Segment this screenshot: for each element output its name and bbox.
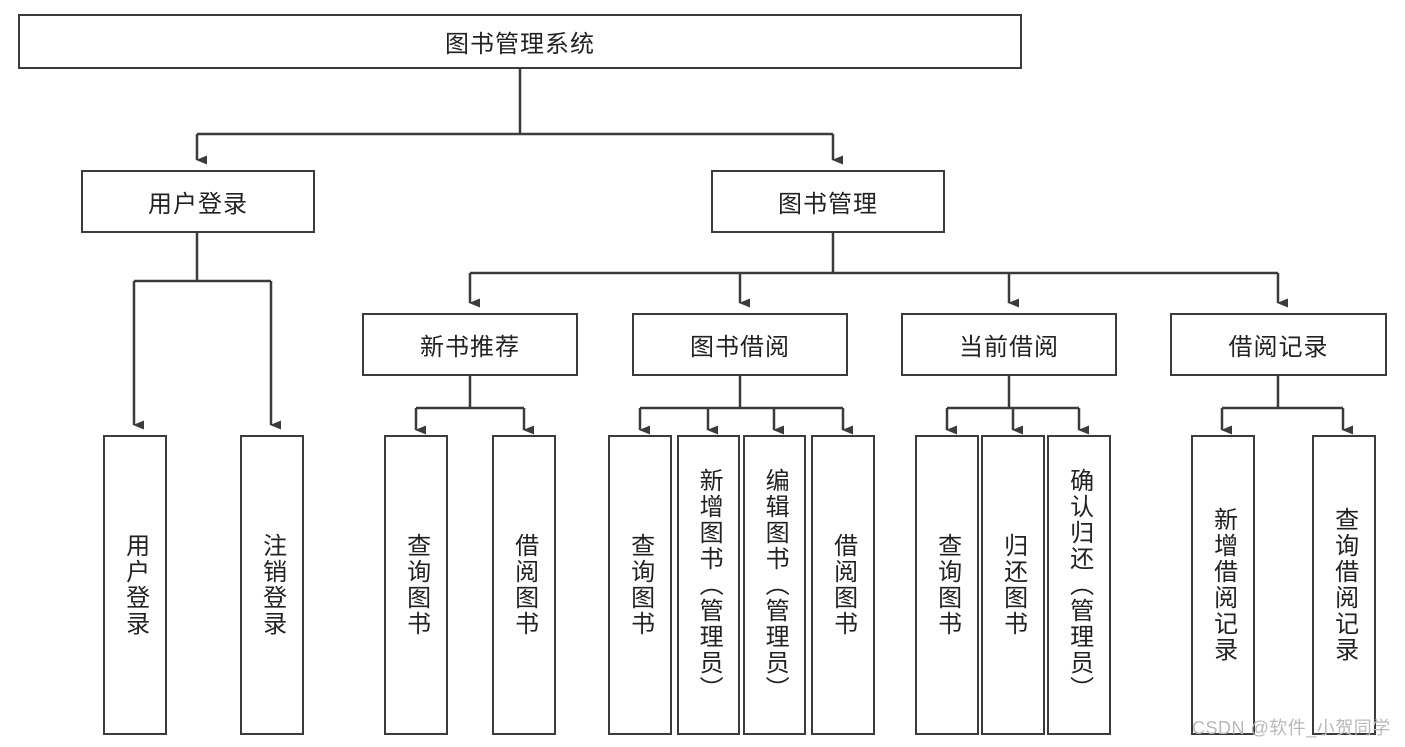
node-label: 新书推荐 bbox=[420, 334, 520, 361]
node-label: 图书管理系统 bbox=[445, 31, 595, 58]
node-label: 注销登录 bbox=[258, 533, 286, 637]
leaf-query-book-borrow[interactable]: 查询图书 bbox=[608, 435, 672, 735]
node-label: 查询借阅记录 bbox=[1330, 507, 1358, 663]
node-borrow-record[interactable]: 借阅记录 bbox=[1170, 313, 1387, 376]
node-label: 归还图书 bbox=[999, 533, 1027, 637]
node-label: 新增借阅记录 bbox=[1209, 507, 1237, 663]
node-label: 借阅图书 bbox=[510, 533, 538, 637]
node-new-book-recommend[interactable]: 新书推荐 bbox=[362, 313, 578, 376]
node-label: 图书管理 bbox=[778, 191, 878, 218]
node-label: 查询图书 bbox=[402, 533, 430, 637]
node-label: 查询图书 bbox=[933, 533, 961, 637]
node-label: 查询图书 bbox=[626, 533, 654, 637]
node-user-login[interactable]: 用户登录 bbox=[81, 170, 315, 233]
node-label: 确认归还（管理员） bbox=[1065, 468, 1093, 702]
leaf-add-book-admin[interactable]: 新增图书（管理员） bbox=[677, 435, 740, 735]
leaf-return-book[interactable]: 归还图书 bbox=[981, 435, 1045, 735]
leaf-query-book-recommend[interactable]: 查询图书 bbox=[384, 435, 448, 735]
leaf-confirm-return-admin[interactable]: 确认归还（管理员） bbox=[1047, 435, 1111, 735]
leaf-borrow-book-recommend[interactable]: 借阅图书 bbox=[492, 435, 556, 735]
node-book-management[interactable]: 图书管理 bbox=[711, 170, 945, 233]
node-label: 新增图书（管理员） bbox=[695, 468, 723, 702]
leaf-user-login[interactable]: 用户登录 bbox=[103, 435, 167, 735]
node-current-borrow[interactable]: 当前借阅 bbox=[901, 313, 1117, 376]
leaf-borrow-book[interactable]: 借阅图书 bbox=[811, 435, 875, 735]
node-label: 用户登录 bbox=[148, 191, 248, 218]
csdn-watermark: CSDN @软件_小贺同学 bbox=[1192, 718, 1391, 738]
leaf-logout[interactable]: 注销登录 bbox=[240, 435, 304, 735]
leaf-query-borrow-record[interactable]: 查询借阅记录 bbox=[1312, 435, 1376, 735]
node-label: 用户登录 bbox=[121, 533, 149, 637]
node-label: 借阅图书 bbox=[829, 533, 857, 637]
node-label: 编辑图书（管理员） bbox=[761, 468, 789, 702]
node-label: 图书借阅 bbox=[690, 334, 790, 361]
node-book-borrow[interactable]: 图书借阅 bbox=[632, 313, 848, 376]
node-label: 当前借阅 bbox=[959, 334, 1059, 361]
leaf-add-borrow-record[interactable]: 新增借阅记录 bbox=[1191, 435, 1255, 735]
node-root-book-management-system[interactable]: 图书管理系统 bbox=[18, 14, 1022, 69]
node-label: 借阅记录 bbox=[1228, 334, 1329, 361]
leaf-edit-book-admin[interactable]: 编辑图书（管理员） bbox=[743, 435, 806, 735]
leaf-query-book-current[interactable]: 查询图书 bbox=[915, 435, 979, 735]
